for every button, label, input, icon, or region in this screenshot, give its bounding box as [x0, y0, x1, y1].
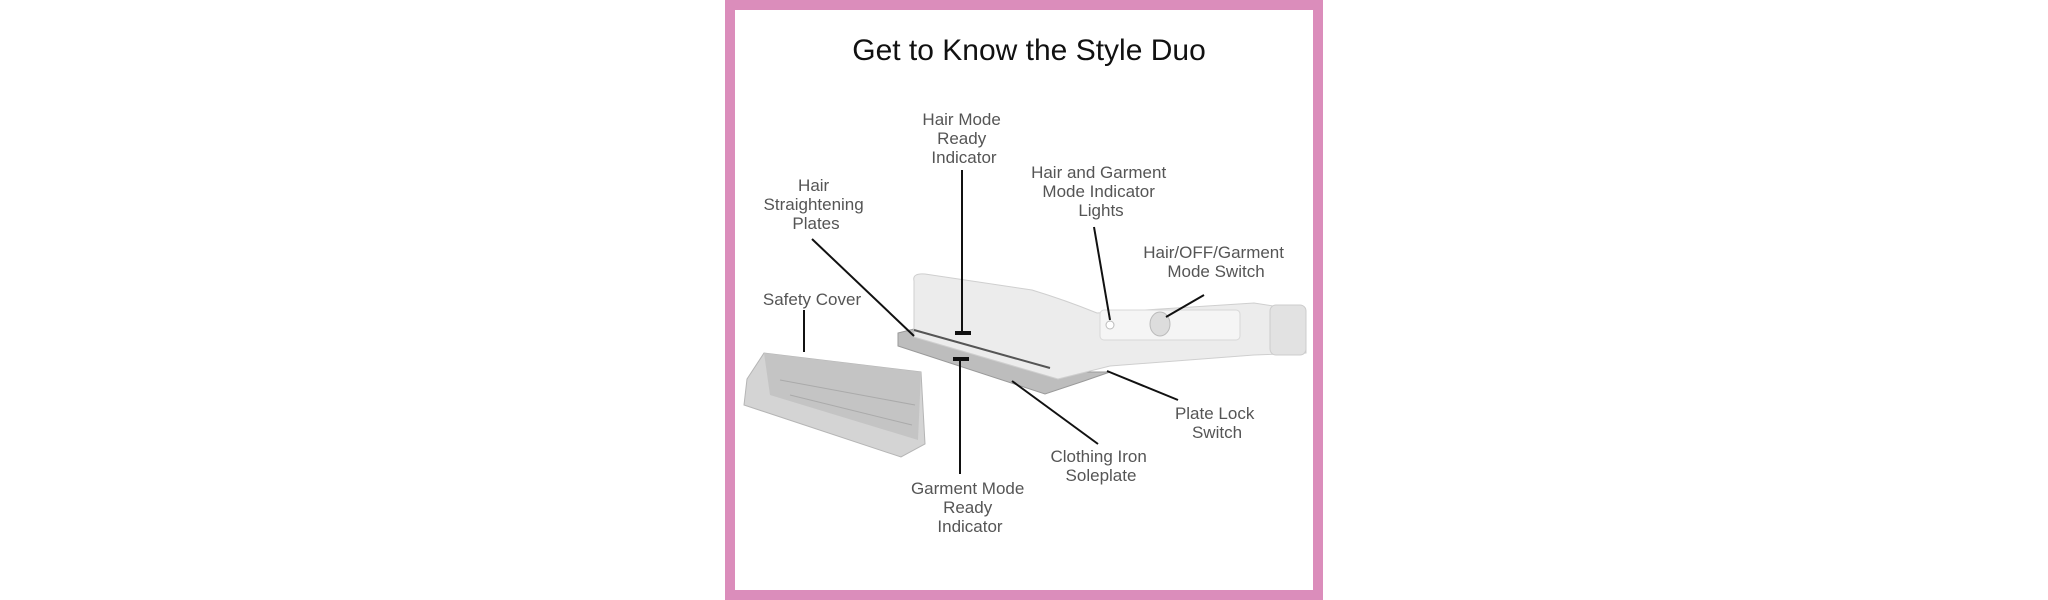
- label-safety-cover: Safety Cover: [763, 290, 862, 309]
- safety-cover-image: [743, 352, 926, 458]
- label-indicator-lights: Hair and Garment Mode Indicator Lights: [1031, 163, 1171, 220]
- leader-mode-switch: [1165, 294, 1205, 318]
- leader-soleplate: [1011, 380, 1099, 445]
- label-hair-mode-ready: Hair Mode Ready Indicator: [922, 110, 1005, 167]
- styler-device-image: [897, 273, 1307, 395]
- label-garment-mode-ready: Garment Mode Ready Indicator: [911, 479, 1029, 536]
- label-hair-plates: Hair Straightening Plates: [764, 176, 869, 233]
- leader-plate-lock: [1106, 370, 1179, 401]
- label-mode-switch: Hair/OFF/Garment Mode Switch: [1143, 243, 1288, 281]
- page-title: Get to Know the Style Duo: [852, 34, 1206, 67]
- leader-hair-plates: [811, 238, 915, 337]
- label-plate-lock: Plate Lock Switch: [1175, 404, 1259, 442]
- leader-indicator-lights: [1093, 226, 1111, 321]
- label-soleplate: Clothing Iron Soleplate: [1050, 447, 1151, 485]
